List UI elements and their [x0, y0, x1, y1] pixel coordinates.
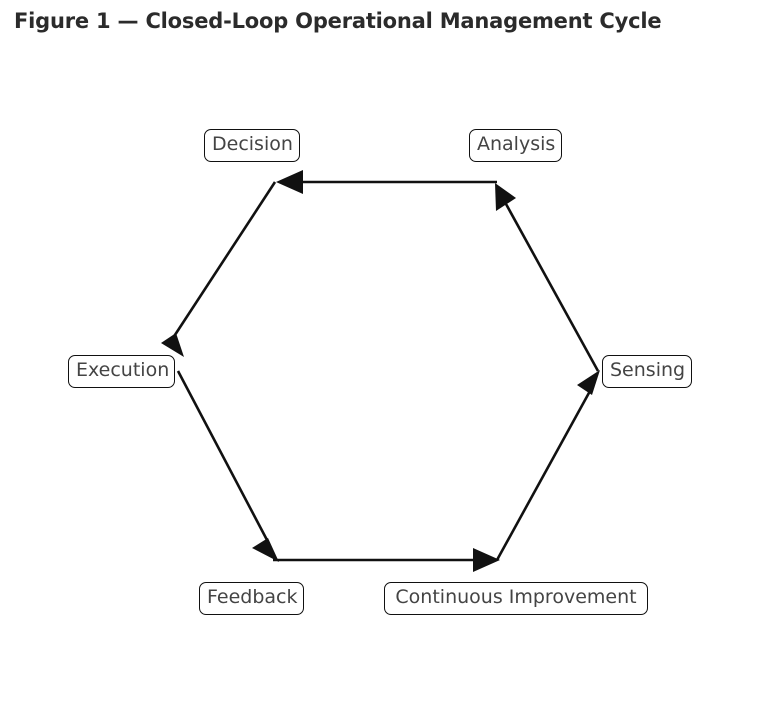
- edge-line: [495, 390, 592, 561]
- edge-line: [176, 370, 269, 541]
- node-analysis[interactable]: Analysis: [469, 129, 562, 162]
- edge-decision-to-execution: [161, 181, 277, 357]
- arrow-head-down-right-icon: [161, 333, 184, 357]
- arrow-head-left-icon: [276, 170, 303, 194]
- node-continuous-improvement[interactable]: Continuous Improvement: [384, 582, 648, 615]
- edge-line: [169, 181, 277, 342]
- edge-feedback-to-continuous-improvement: [273, 548, 500, 572]
- node-decision[interactable]: Decision: [204, 129, 300, 162]
- edge-execution-to-feedback: [176, 370, 279, 562]
- arrow-head-up-right-icon: [577, 370, 600, 395]
- edge-continuous-improvement-to-sensing: [495, 370, 600, 561]
- edge-analysis-to-decision: [276, 170, 497, 194]
- edge-sensing-to-analysis: [495, 183, 600, 372]
- edge-line: [504, 203, 600, 372]
- arrow-head-right-icon: [473, 548, 500, 572]
- figure-title: Figure 1 — Closed-Loop Operational Manag…: [14, 9, 662, 33]
- node-feedback[interactable]: Feedback: [199, 582, 304, 615]
- arrow-head-up-left-icon: [495, 183, 516, 211]
- node-sensing[interactable]: Sensing: [602, 355, 692, 388]
- node-execution[interactable]: Execution: [68, 355, 175, 388]
- arrow-head-down-right-icon: [252, 538, 279, 562]
